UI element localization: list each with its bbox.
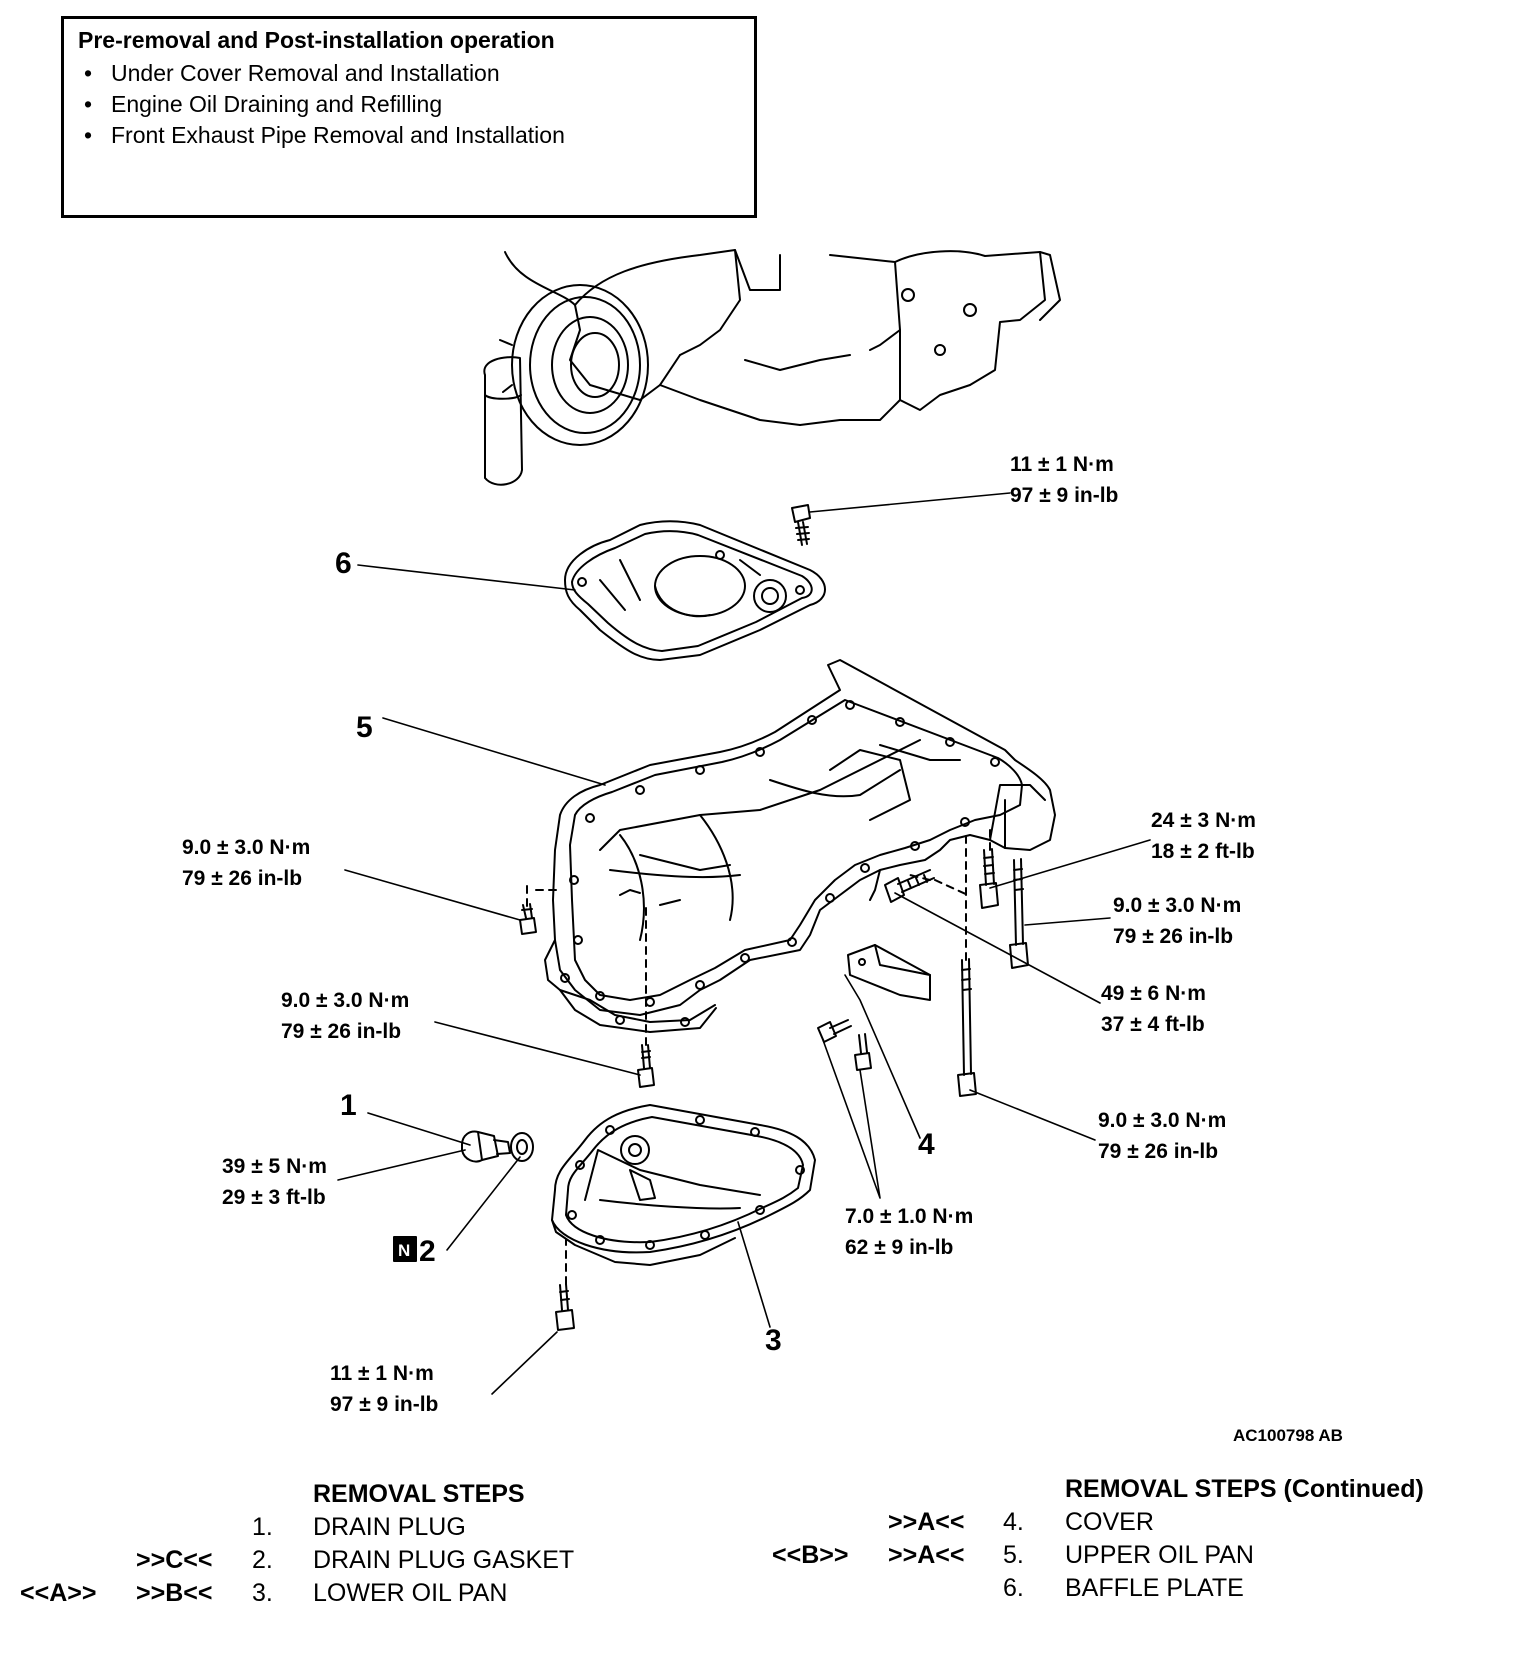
step-row: 6. BAFFLE PLATE [0, 1574, 1536, 1604]
torque-spec-nm: 9.0 ± 3.0 N·m [182, 836, 310, 859]
torque-spec-nm: 24 ± 3 N·m [1151, 809, 1256, 832]
torque-spec-imperial: 29 ± 3 ft-lb [222, 1186, 326, 1209]
torque-spec-imperial: 18 ± 2 ft-lb [1151, 840, 1255, 863]
step-service-marker: >>C<< [136, 1546, 213, 1574]
step-number: 1. [252, 1513, 273, 1541]
engine-block-outline [504, 249, 1061, 426]
pre-operation-title: Pre-removal and Post-installation operat… [78, 27, 555, 53]
step-number: 4. [1003, 1508, 1024, 1536]
removal-steps-title: REMOVAL STEPS [313, 1480, 525, 1508]
step-name: UPPER OIL PAN [1065, 1541, 1254, 1569]
step-service-marker: >>B<< [136, 1579, 213, 1607]
baffle-plate-bolt [791, 504, 811, 546]
step-number: 5. [1003, 1541, 1024, 1569]
step-row: <<B>> >>A<< 5. UPPER OIL PAN [0, 1541, 1536, 1571]
torque-spec-imperial: 37 ± 4 ft-lb [1101, 1013, 1205, 1036]
figure-code: AC100798 AB [1233, 1426, 1343, 1445]
leader-lines [337, 492, 1151, 1395]
part-number-4: 4 [918, 1128, 935, 1161]
step-install-marker: <<B>> [772, 1541, 849, 1569]
lower-oil-pan [551, 1104, 816, 1266]
part-number-5: 5 [356, 711, 373, 744]
part-number-6: 6 [335, 547, 352, 580]
pre-operation-item: Engine Oil Draining and Refilling [78, 89, 740, 120]
new-part-marker-letter: N [398, 1241, 410, 1260]
part-number-2: 2 [419, 1235, 436, 1268]
removal-steps-continued-title: REMOVAL STEPS (Continued) [1065, 1475, 1424, 1503]
pre-operation-item: Under Cover Removal and Installation [78, 58, 740, 89]
pre-operation-list: Under Cover Removal and Installation Eng… [78, 58, 740, 151]
step-name: DRAIN PLUG GASKET [313, 1546, 575, 1574]
pre-operation-box: Pre-removal and Post-installation operat… [61, 16, 757, 218]
step-row: >>C<< 2. DRAIN PLUG GASKET [0, 1546, 700, 1576]
step-row: <<A>> >>B<< 3. LOWER OIL PAN [0, 1579, 700, 1609]
new-part-marker-box [393, 1236, 417, 1262]
upper-oil-pan [544, 659, 1056, 1033]
torque-spec-nm: 11 ± 1 N·m [330, 1362, 434, 1385]
step-name: LOWER OIL PAN [313, 1579, 508, 1607]
step-row: >>A<< 4. COVER [0, 1508, 1536, 1538]
step-number: 2. [252, 1546, 273, 1574]
drain-plug-and-gasket [461, 1130, 534, 1163]
torque-spec-imperial: 79 ± 26 in-lb [182, 867, 302, 890]
oil-filter [483, 356, 523, 486]
step-name: COVER [1065, 1508, 1154, 1536]
step-service-marker: >>A<< [888, 1508, 965, 1536]
torque-spec-nm: 49 ± 6 N·m [1101, 982, 1206, 1005]
torque-spec-nm: 39 ± 5 N·m [222, 1155, 327, 1178]
part-number-1: 1 [340, 1089, 357, 1122]
step-name: BAFFLE PLATE [1065, 1574, 1244, 1602]
step-name: DRAIN PLUG [313, 1513, 466, 1541]
oil-pan-exploded-diagram: 6 5 1 N 2 4 3 11 ± 1 N·m 97 ± 9 in-lb 24… [182, 249, 1343, 1445]
pre-operation-item: Front Exhaust Pipe Removal and Installat… [78, 120, 740, 151]
torque-spec-nm: 9.0 ± 3.0 N·m [1113, 894, 1241, 917]
torque-spec-nm: 9.0 ± 3.0 N·m [1098, 1109, 1226, 1132]
torque-spec-imperial: 79 ± 26 in-lb [1098, 1140, 1218, 1163]
torque-spec-nm: 9.0 ± 3.0 N·m [281, 989, 409, 1012]
torque-spec-nm: 11 ± 1 N·m [1010, 453, 1114, 476]
torque-spec-imperial: 97 ± 9 in-lb [330, 1393, 438, 1416]
step-number: 6. [1003, 1574, 1024, 1602]
step-row: 1. DRAIN PLUG [0, 1513, 700, 1543]
crankshaft-pulley [499, 284, 649, 446]
part-number-3: 3 [765, 1324, 782, 1357]
step-number: 3. [252, 1579, 273, 1607]
step-install-marker: <<A>> [20, 1579, 97, 1607]
torque-spec-nm: 7.0 ± 1.0 N·m [845, 1205, 973, 1228]
upper-pan-bolts [519, 829, 1029, 1097]
baffle-plate [564, 520, 826, 661]
torque-spec-imperial: 79 ± 26 in-lb [281, 1020, 401, 1043]
torque-spec-imperial: 97 ± 9 in-lb [1010, 484, 1118, 507]
step-service-marker: >>A<< [888, 1541, 965, 1569]
torque-spec-imperial: 79 ± 26 in-lb [1113, 925, 1233, 948]
torque-spec-imperial: 62 ± 9 in-lb [845, 1236, 953, 1259]
lower-pan-bolt [555, 1239, 575, 1331]
